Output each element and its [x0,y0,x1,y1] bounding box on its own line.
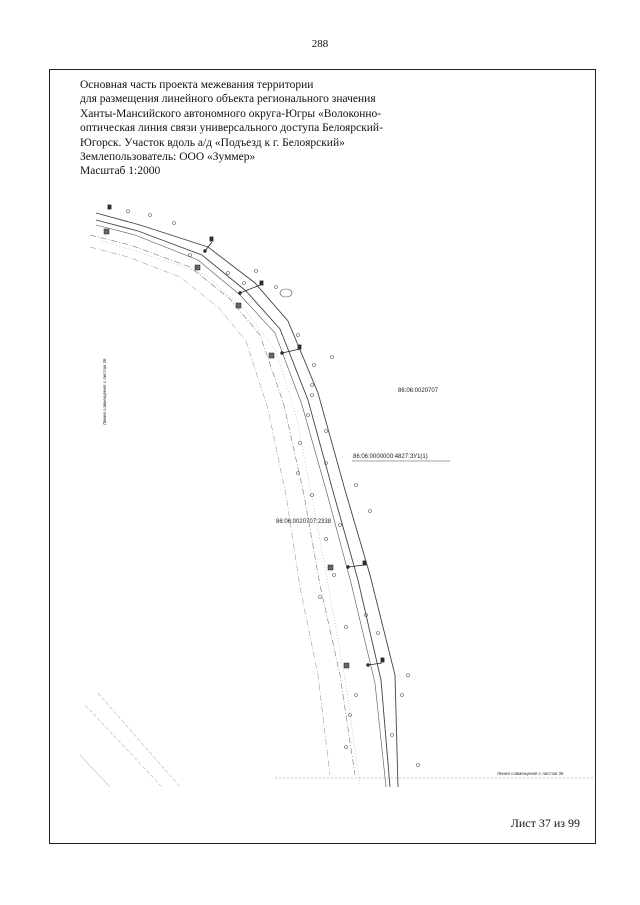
boundary-dashdot-1 [89,234,356,776]
title-line: для размещения линейного объекта региона… [80,93,376,106]
title-line: Основная часть проекта межевания террито… [80,79,314,91]
tree-symbols [126,209,420,767]
diagonal-dash-line [97,692,181,788]
land-user: Землепользователь: ООО «Зуммер» [80,151,256,164]
scale: Масштаб 1:2000 [80,165,161,178]
boundary-dashdot-2 [89,246,331,776]
parcel-strip-line [95,224,387,788]
parcel-label-left: 86:06:0020707:2338 [276,519,332,525]
parcel-label-right: 86:06:0020707 [398,388,439,394]
parcel-label-main: 86:06:0000000:4827:ЗУ1(1) [353,454,428,460]
diagonal-dash-line [84,704,163,788]
cadastral-map: 86:06:0020707 86:06:0000000:4827:ЗУ1(1) … [79,204,595,788]
sheet-label: Лист 37 из 99 [510,816,580,830]
title-block: Основная часть проекта межевания террито… [80,78,390,179]
survey-boxes [103,228,350,669]
title-line: Югорск. Участок вдоль а/д «Подъезд к г. … [80,136,345,149]
match-line-bottom-label: Линия совмещения с листом 38 [497,771,564,776]
road-edge-right [95,212,399,788]
connection-markers [107,204,385,667]
title-line: Ханты-Мансийского автономного округа-Югр… [80,107,382,120]
page-number: 288 [311,38,329,50]
match-line-left-label: Линия совмещения с листом 36 [102,358,107,425]
boundary-dotted [101,240,361,786]
road-edge-inner [95,219,391,788]
diagonal-line [79,754,111,788]
drawing-frame [49,69,596,844]
title-line: оптическая линия связи универсального до… [80,122,383,135]
